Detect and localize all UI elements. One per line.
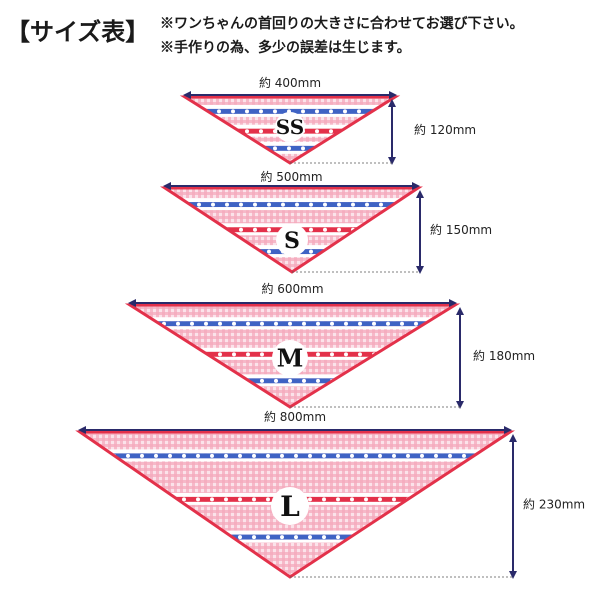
size-letter-m: M [277, 344, 304, 373]
fit-note: ※ワンちゃんの首回りの大きさに合わせてお選び下さい。 [160, 16, 524, 32]
size-badge [276, 224, 308, 256]
bandana-ss: SS 約 400mm 約 120mm [179, 75, 476, 165]
size-badge [272, 340, 308, 376]
size-badge [271, 487, 309, 525]
bandana-m: M 約 600mm 約 180mm [124, 281, 535, 409]
size-letter-ss: SS [276, 115, 304, 139]
height-label: 約 120mm [414, 122, 476, 137]
height-label: 約 230mm [523, 497, 585, 512]
tolerance-note: ※手作りの為、多少の誤差は生じます。 [160, 40, 411, 56]
size-chart-title: 【サイズ表】 [6, 17, 150, 46]
size-badge [275, 112, 305, 142]
bandana-l: L 約 800mm 約 230mm [75, 409, 585, 579]
header: 【サイズ表】 ※ワンちゃんの首回りの大きさに合わせてお選び下さい。 ※手作りの為… [0, 0, 600, 70]
width-label: 約 600mm [261, 281, 323, 296]
width-label: 約 500mm [260, 169, 322, 184]
height-label: 約 150mm [430, 222, 492, 237]
bandana-s: S 約 500mm 約 150mm [160, 169, 492, 274]
width-label: 約 400mm [259, 75, 321, 90]
width-label: 約 800mm [264, 409, 326, 424]
size-letter-l: L [280, 490, 300, 523]
size-letter-s: S [284, 228, 300, 254]
height-label: 約 180mm [473, 348, 535, 363]
